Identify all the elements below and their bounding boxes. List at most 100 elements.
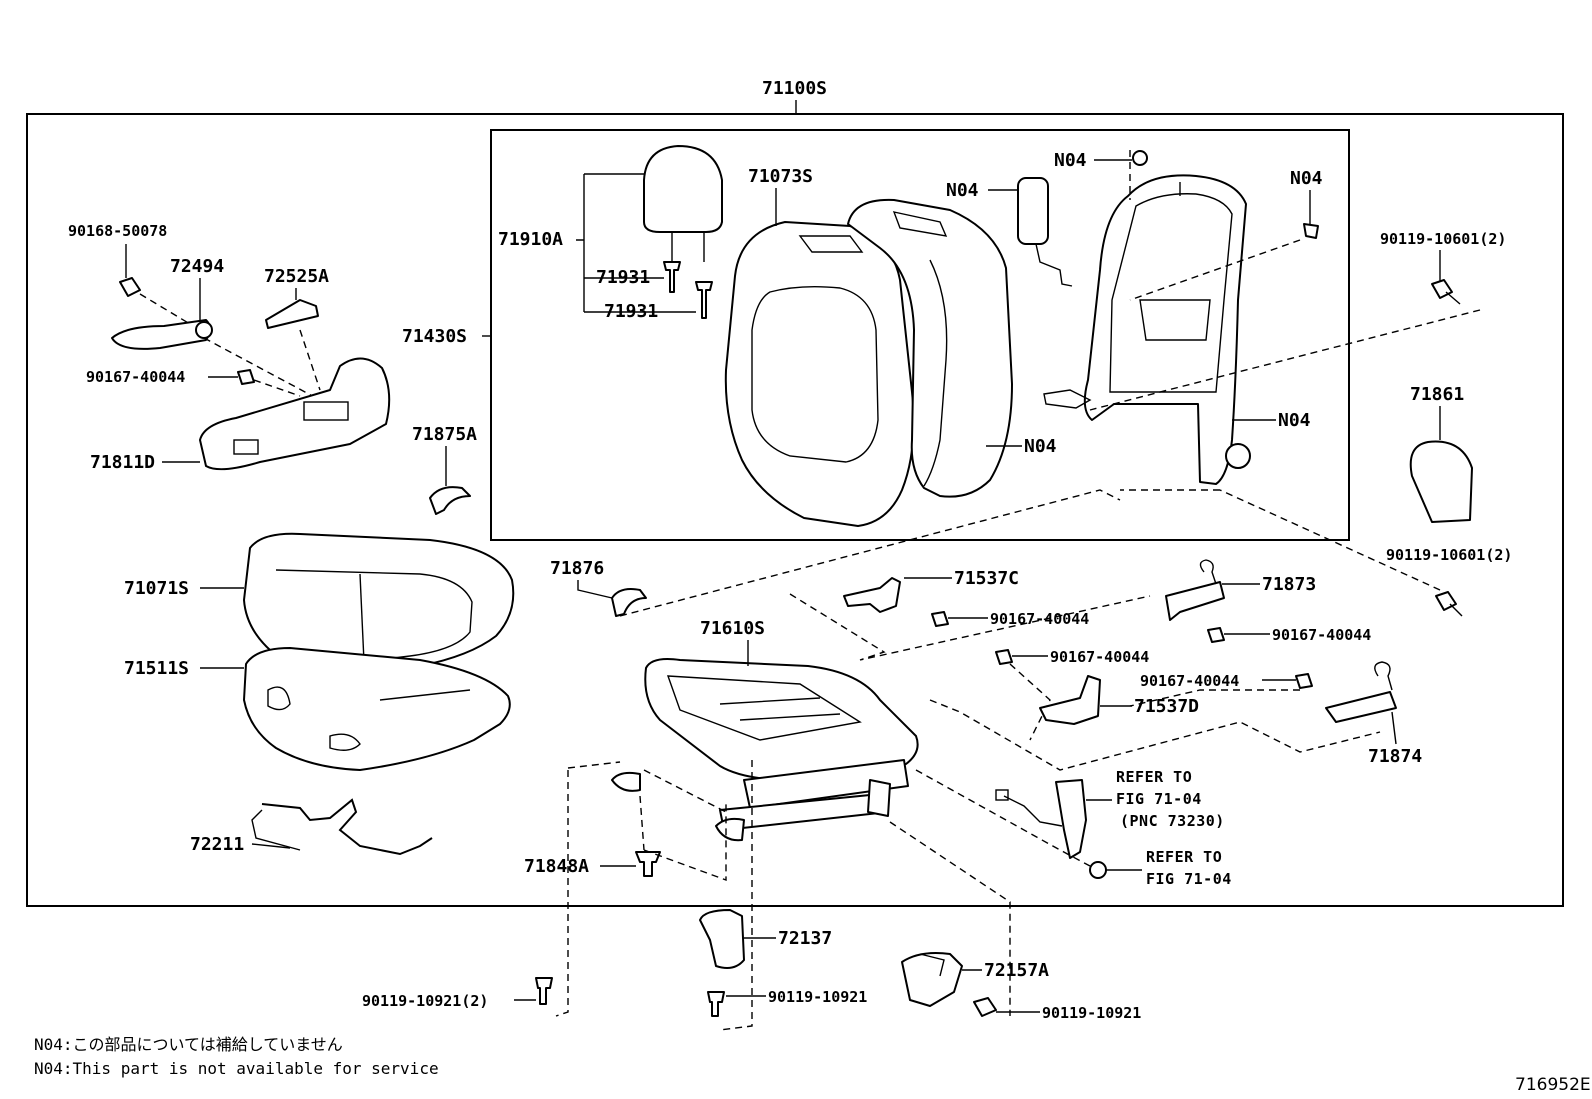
dash-center-down	[719, 760, 753, 1031]
seatback-pad-part[interactable]	[847, 198, 1013, 498]
bracket-71537C-part[interactable]	[843, 577, 901, 613]
label-71931-lower[interactable]: 71931	[604, 301, 658, 322]
dash-frame-1	[1129, 239, 1301, 301]
seatback-cover-part[interactable]	[724, 221, 915, 527]
label-refer2-line2[interactable]: FIG 71-04	[1146, 870, 1232, 888]
cover-71861-part[interactable]	[1409, 440, 1473, 523]
nut-n04-top[interactable]	[1132, 150, 1148, 166]
seatback-frame-part[interactable]	[1043, 174, 1251, 485]
bolt-90168-50078[interactable]	[119, 277, 141, 297]
clip-71876-part[interactable]	[611, 588, 647, 617]
label-n04-frame[interactable]: N04	[1278, 410, 1311, 431]
dash-left-down	[555, 770, 569, 1017]
seat-adjuster-frame-part[interactable]	[611, 658, 919, 842]
label-71873[interactable]: 71873	[1262, 574, 1316, 595]
label-refer1-line2[interactable]: FIG 71-04	[1116, 790, 1202, 808]
label-90119-10921-center[interactable]: 90119-10921	[768, 988, 867, 1006]
dash-90167-d	[1009, 663, 1051, 741]
bolt-90167-40044-b[interactable]	[931, 611, 949, 627]
dash-71876	[619, 489, 1121, 617]
seat-belt-buckle-part[interactable]	[995, 779, 1087, 859]
label-71537C[interactable]: 71537C	[954, 568, 1019, 589]
label-71848A[interactable]: 71848A	[524, 856, 589, 877]
cover-72525A-part[interactable]	[265, 299, 319, 329]
bolt-90119-10921-left[interactable]	[535, 977, 553, 1005]
label-72525A[interactable]: 72525A	[264, 266, 329, 287]
label-90119-10921-right[interactable]: 90119-10921	[1042, 1004, 1141, 1022]
label-90167-40044-e[interactable]: 90167-40044	[1140, 672, 1239, 690]
label-72494[interactable]: 72494	[170, 256, 224, 277]
bolt-90119-10921-center[interactable]	[707, 991, 725, 1017]
label-n04-left[interactable]: N04	[946, 180, 979, 201]
label-refer1-line3[interactable]: (PNC 73230)	[1120, 812, 1225, 830]
side-airbag-module-part[interactable]	[1017, 177, 1073, 287]
clip-n04-right[interactable]	[1303, 223, 1319, 239]
label-90167-40044-left[interactable]: 90167-40044	[86, 368, 185, 386]
bolt-71848A[interactable]	[635, 851, 661, 877]
label-71100S[interactable]: 71100S	[762, 78, 827, 99]
figure-number: 716952E	[1515, 1075, 1591, 1095]
label-72157A[interactable]: 72157A	[984, 960, 1049, 981]
bracket-71874-part[interactable]	[1325, 661, 1397, 723]
label-90168-50078[interactable]: 90168-50078	[68, 222, 167, 240]
label-71071S[interactable]: 71071S	[124, 578, 189, 599]
label-71910A[interactable]: 71910A	[498, 229, 563, 250]
bolt-90167-40044-left[interactable]	[237, 369, 255, 385]
label-72211[interactable]: 72211	[190, 834, 244, 855]
dash-71874	[929, 689, 1381, 771]
bolt-90119-10921-right[interactable]	[973, 997, 997, 1017]
label-n04-right[interactable]: N04	[1290, 168, 1323, 189]
note-english: N04:This part is not available for servi…	[34, 1059, 439, 1078]
headrest-support-guide-upper[interactable]	[663, 261, 681, 293]
note-japanese: N04:この部品については補給していません	[34, 1035, 343, 1054]
label-71931-upper[interactable]: 71931	[596, 267, 650, 288]
label-90167-40044-d[interactable]: 90167-40044	[1050, 648, 1149, 666]
label-90167-40044-c[interactable]: 90167-40044	[1272, 626, 1371, 644]
bolt-90167-40044-d[interactable]	[995, 649, 1013, 665]
label-71610S[interactable]: 71610S	[700, 618, 765, 639]
headrest-support-guide-lower[interactable]	[695, 281, 713, 319]
label-71875A[interactable]: 71875A	[412, 424, 477, 445]
label-n04-back[interactable]: N04	[1024, 436, 1057, 457]
seat-cushion-pad-part[interactable]	[243, 647, 511, 771]
label-72137[interactable]: 72137	[778, 928, 832, 949]
dash-armrest	[203, 329, 321, 401]
label-71430S[interactable]: 71430S	[402, 326, 467, 347]
dash-71537C	[789, 593, 1151, 661]
label-71073S[interactable]: 71073S	[748, 166, 813, 187]
label-71811D[interactable]: 71811D	[90, 452, 155, 473]
dash-right-down	[889, 821, 1011, 1016]
bracket-71873-part[interactable]	[1165, 559, 1225, 621]
label-71511S[interactable]: 71511S	[124, 658, 189, 679]
cover-71875A-part[interactable]	[429, 486, 471, 515]
label-refer1-line1[interactable]: REFER TO	[1116, 768, 1192, 786]
bolt-90119-10601-upper[interactable]	[1431, 279, 1461, 305]
label-refer2-line1[interactable]: REFER TO	[1146, 848, 1222, 866]
label-71876[interactable]: 71876	[550, 558, 604, 579]
leader-71876	[577, 580, 613, 599]
bracket-71537D-part[interactable]	[1039, 675, 1101, 725]
label-n04-top[interactable]: N04	[1054, 150, 1087, 171]
seatback-sub-frame	[490, 129, 1350, 541]
bolt-90119-10601-lower[interactable]	[1435, 591, 1463, 617]
bracket-71910A	[576, 173, 696, 313]
wire-72211-part[interactable]	[251, 798, 433, 856]
headrest-part[interactable]	[643, 145, 723, 262]
bolt-refer2[interactable]	[1089, 861, 1107, 879]
label-71874[interactable]: 71874	[1368, 746, 1422, 767]
leader-72211	[251, 843, 291, 849]
label-71537D[interactable]: 71537D	[1134, 696, 1199, 717]
label-90119-10601-upper[interactable]: 90119-10601(2)	[1380, 230, 1506, 248]
bolt-90167-40044-e[interactable]	[1295, 673, 1313, 689]
label-90167-40044-b[interactable]: 90167-40044	[990, 610, 1089, 628]
bolt-90167-40044-c[interactable]	[1207, 627, 1225, 643]
cover-72137-part[interactable]	[699, 909, 745, 969]
dash-71848A	[567, 761, 727, 882]
label-90119-10601-lower[interactable]: 90119-10601(2)	[1386, 546, 1512, 564]
seat-side-shield-71811D-part[interactable]	[199, 357, 391, 471]
cover-72157A-part[interactable]	[901, 952, 963, 1007]
label-90119-10921-left[interactable]: 90119-10921(2)	[362, 992, 488, 1010]
label-71861[interactable]: 71861	[1410, 384, 1464, 405]
bracket-72494-part[interactable]	[111, 319, 213, 350]
